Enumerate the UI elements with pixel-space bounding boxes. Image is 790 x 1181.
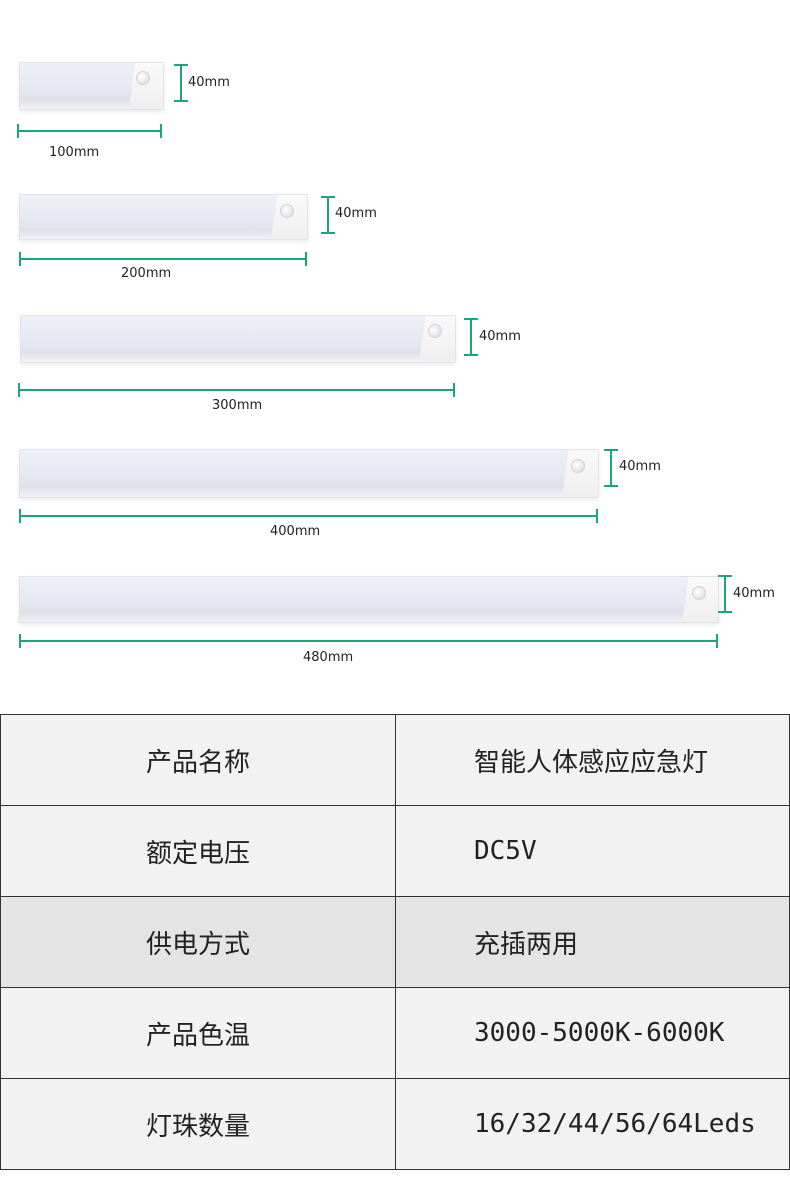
light-bar-image	[20, 315, 456, 363]
length-dimension-line	[19, 634, 718, 648]
length-label: 100mm	[49, 145, 100, 160]
length-dimension-line	[19, 509, 598, 523]
length-label: 200mm	[121, 266, 172, 281]
light-bar-image	[19, 576, 719, 623]
height-dimension-line	[321, 196, 335, 234]
height-dimension-line	[718, 575, 732, 613]
table-row: 供电方式 充插两用	[0, 896, 790, 988]
motion-sensor-icon	[136, 71, 150, 85]
height-dimension-line	[604, 449, 618, 487]
length-label: 480mm	[303, 650, 354, 665]
length-label: 300mm	[212, 398, 263, 413]
spec-value: DC5V	[395, 805, 790, 897]
length-dimension-line	[18, 383, 455, 397]
height-dimension-line	[174, 64, 188, 102]
spec-key: 产品名称	[0, 714, 396, 806]
table-row: 产品色温 3000-5000K-6000K	[0, 987, 790, 1079]
motion-sensor-icon	[280, 204, 294, 218]
spec-key: 灯珠数量	[0, 1078, 396, 1170]
height-label: 40mm	[479, 329, 521, 344]
height-label: 40mm	[619, 459, 661, 474]
spec-value: 16/32/44/56/64Leds	[395, 1078, 790, 1170]
length-label: 400mm	[270, 524, 321, 539]
height-dimension-line	[464, 318, 478, 356]
table-row: 灯珠数量 16/32/44/56/64Leds	[0, 1078, 790, 1170]
motion-sensor-icon	[692, 586, 706, 600]
spec-table: 产品名称 智能人体感应应急灯 额定电压 DC5V 供电方式 充插两用 产品色温 …	[0, 714, 790, 1170]
height-label: 40mm	[335, 206, 377, 221]
spec-value: 3000-5000K-6000K	[395, 987, 790, 1079]
table-row: 额定电压 DC5V	[0, 805, 790, 897]
motion-sensor-icon	[428, 324, 442, 338]
height-label: 40mm	[188, 75, 230, 90]
light-bar-image	[19, 194, 308, 240]
light-bar-image	[19, 62, 164, 110]
spec-value: 智能人体感应应急灯	[395, 714, 790, 806]
light-bar-image	[19, 449, 599, 498]
height-label: 40mm	[733, 586, 775, 601]
length-dimension-line	[17, 124, 162, 138]
motion-sensor-icon	[571, 459, 585, 473]
spec-key: 产品色温	[0, 987, 396, 1079]
spec-key: 额定电压	[0, 805, 396, 897]
spec-value: 充插两用	[395, 896, 790, 988]
length-dimension-line	[19, 252, 307, 266]
table-row: 产品名称 智能人体感应应急灯	[0, 714, 790, 806]
spec-key: 供电方式	[0, 896, 396, 988]
